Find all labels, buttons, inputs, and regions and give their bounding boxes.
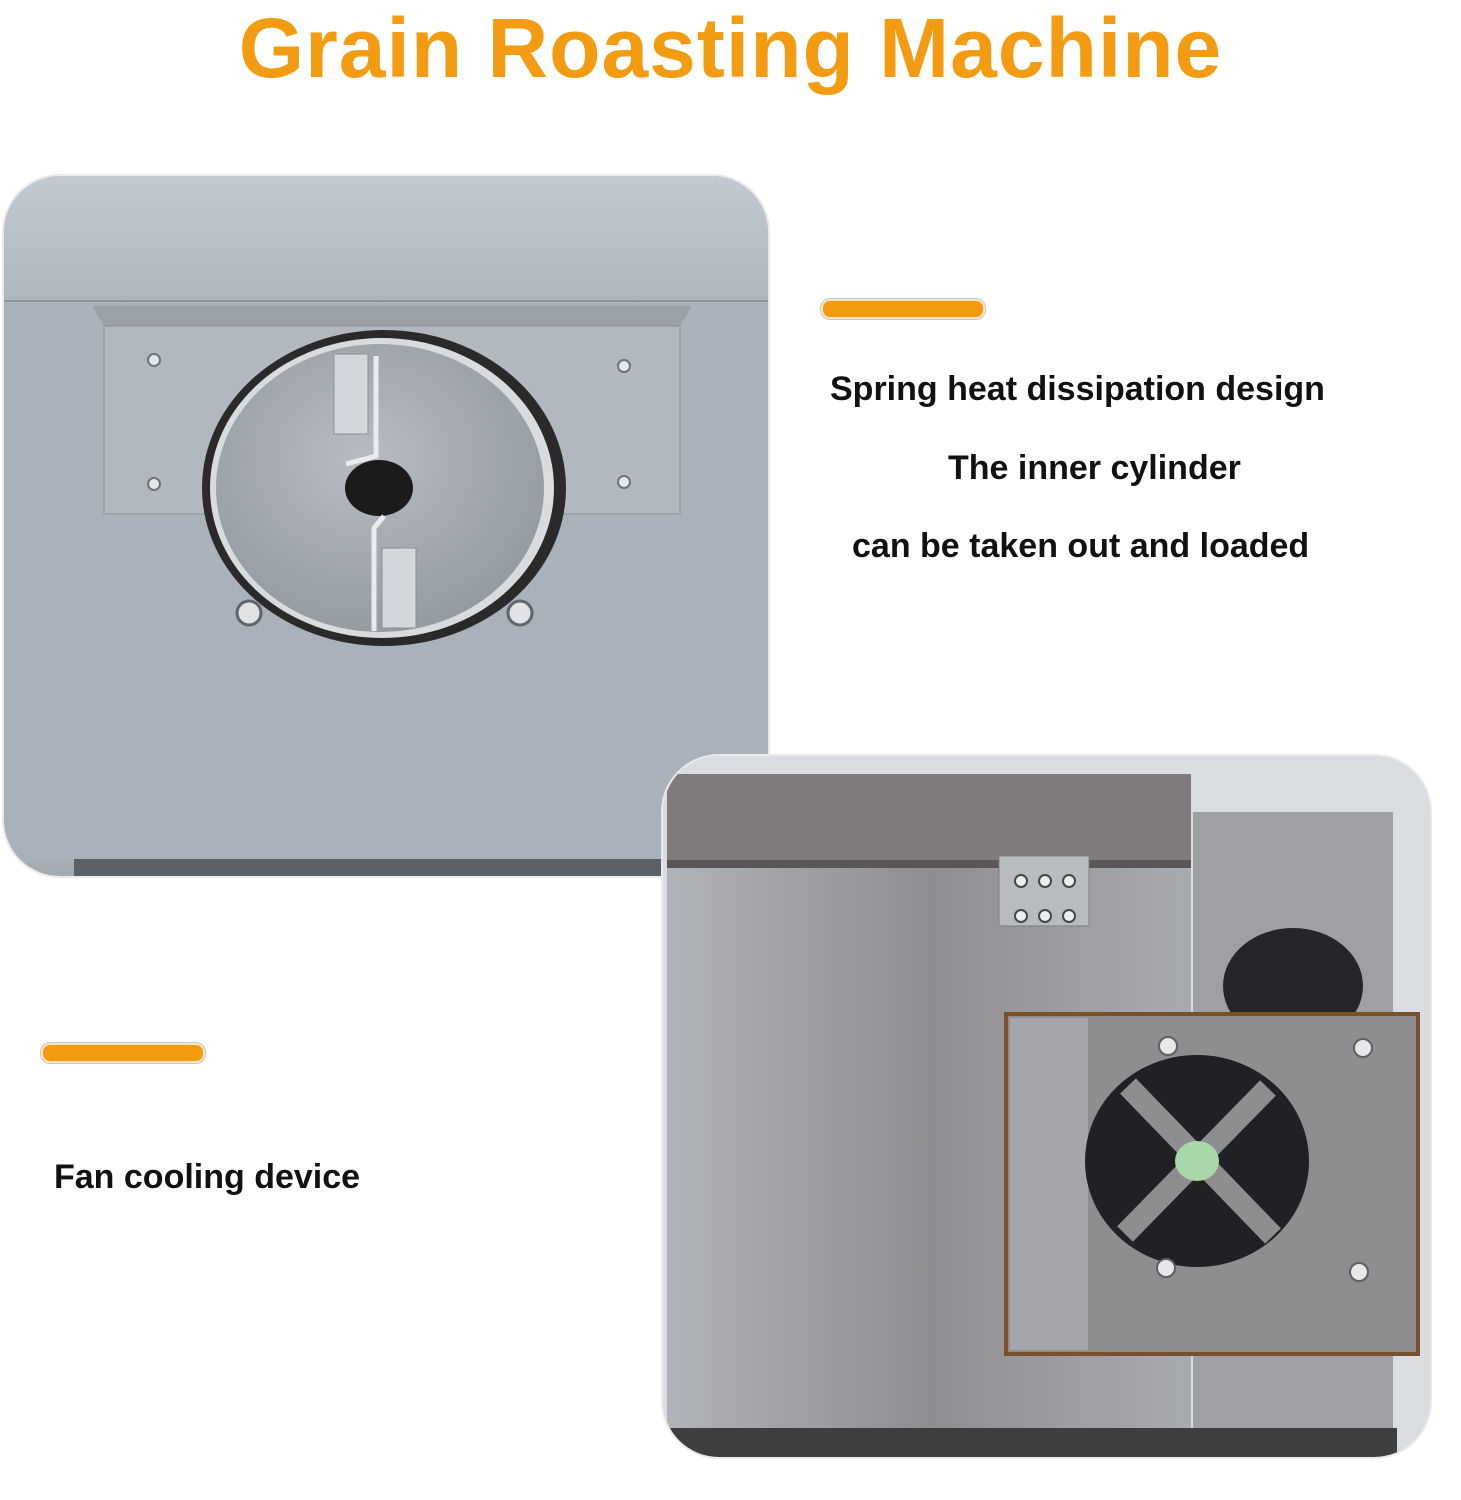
feature-caption: Fan cooling device [54, 1158, 361, 1196]
feature-accent-bar [821, 299, 985, 319]
feature-caption: can be taken out and loaded [852, 527, 1310, 565]
feature-caption: Spring heat dissipation design [830, 370, 1325, 408]
roaster-side-fan-photo [663, 756, 1430, 1457]
feature-caption: The inner cylinder [948, 449, 1241, 487]
page-title: Grain Roasting Machine [238, 1, 1223, 95]
feature-accent-bar [41, 1043, 205, 1063]
roaster-rear-cylinder-photo [4, 176, 768, 876]
fan-zoom-inset [1004, 1012, 1420, 1356]
